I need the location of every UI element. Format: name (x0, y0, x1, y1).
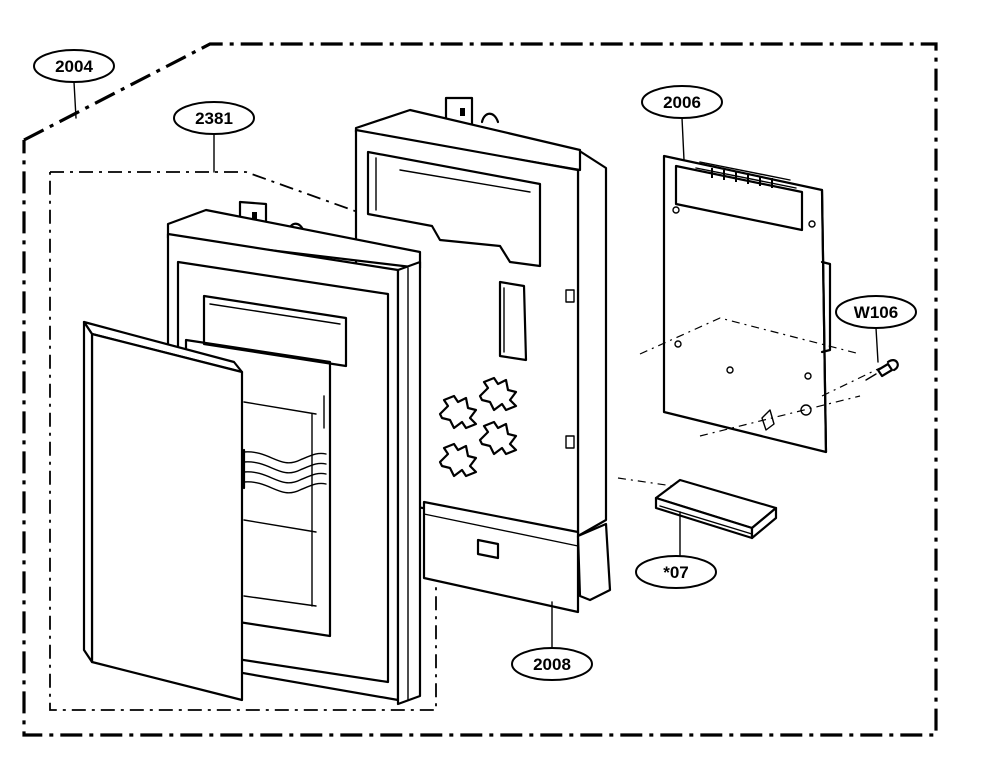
axis-line (639, 317, 861, 355)
frame-assembly-boundary (49, 171, 437, 711)
ribbon-cable (242, 448, 327, 494)
axis-line (617, 477, 701, 491)
front-panel (82, 320, 244, 702)
housing-bottom-ledge (422, 500, 580, 614)
callout-w106: W106 (835, 295, 917, 363)
svg-text:2008: 2008 (533, 655, 571, 674)
display-window (202, 294, 348, 368)
pcb-2006 (662, 154, 832, 454)
assembly-boundary (22, 42, 938, 737)
callout-07: *07 (635, 511, 717, 589)
callout-2004: 2004 (33, 49, 115, 119)
svg-text:2006: 2006 (663, 93, 701, 112)
callout-2008: 2008 (511, 601, 593, 681)
callout-2006: 2006 (641, 85, 723, 161)
svg-text:2381: 2381 (195, 109, 233, 128)
housing-button-holes (438, 376, 518, 478)
svg-text:2004: 2004 (55, 57, 93, 76)
screw-w106 (865, 359, 899, 381)
callout-2381: 2381 (173, 101, 255, 173)
housing-side (576, 148, 608, 538)
part-07 (654, 478, 778, 540)
svg-text:*07: *07 (663, 563, 689, 582)
svg-text:W106: W106 (854, 303, 898, 322)
